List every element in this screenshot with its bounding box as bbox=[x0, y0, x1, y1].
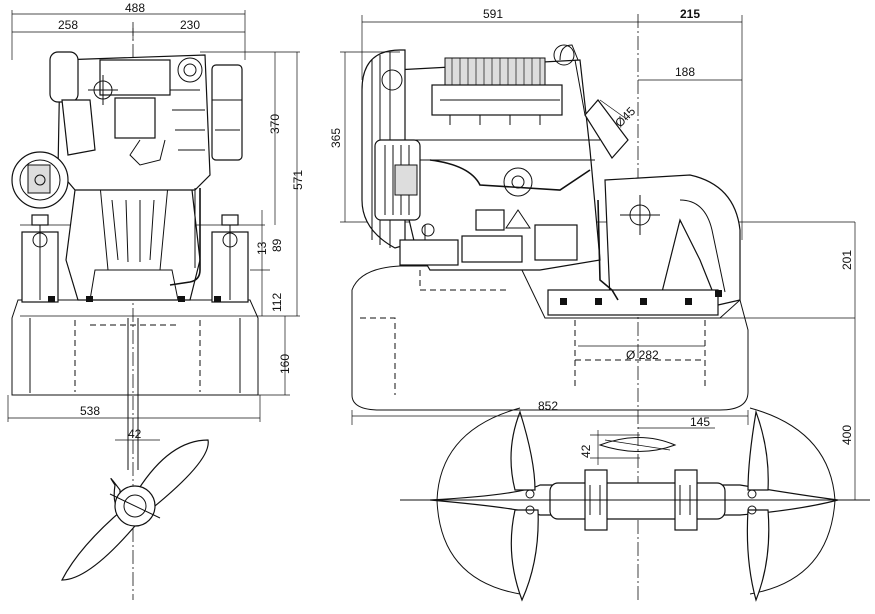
dim-front-mount-height: 89 bbox=[270, 238, 284, 252]
side-bolts bbox=[560, 290, 722, 305]
side-view: 591 215 188 Ø45 365 201 Ø 282 852 145 42… bbox=[329, 7, 870, 602]
dim-front-mount-base: 112 bbox=[270, 293, 284, 312]
dim-front-base-height: 160 bbox=[278, 354, 292, 374]
dim-side-base-length: 852 bbox=[538, 399, 558, 413]
dim-front-height-total: 571 bbox=[291, 170, 305, 190]
dim-side-prop-width: 42 bbox=[579, 444, 593, 458]
dim-side-drive-depth: 400 bbox=[840, 425, 854, 445]
front-dimension-lines bbox=[7, 10, 300, 441]
dim-side-drive-height: 201 bbox=[840, 250, 854, 270]
dim-front-width-total: 488 bbox=[125, 1, 145, 15]
dim-front-width-right: 230 bbox=[180, 18, 200, 32]
dim-side-flange-diameter: Ø 282 bbox=[626, 348, 659, 362]
dim-side-offset: 215 bbox=[680, 7, 700, 21]
dim-front-prop-shaft: 42 bbox=[128, 427, 142, 441]
front-mounts bbox=[21, 214, 249, 303]
dim-front-height-top: 370 bbox=[268, 114, 282, 134]
side-alternator bbox=[374, 139, 421, 221]
side-propeller bbox=[400, 407, 870, 602]
front-alternator bbox=[11, 151, 69, 209]
front-propeller bbox=[61, 439, 209, 581]
dim-side-height: 365 bbox=[329, 128, 343, 148]
dim-side-length: 591 bbox=[483, 7, 503, 21]
dim-front-mount-small: 13 bbox=[255, 241, 269, 255]
dim-front-width-left: 258 bbox=[58, 18, 78, 32]
dim-side-prop-offset: 145 bbox=[690, 415, 710, 429]
dim-front-base-width: 538 bbox=[80, 404, 100, 418]
front-bolts bbox=[48, 296, 221, 302]
dim-side-offset-inner: 188 bbox=[675, 65, 695, 79]
side-dimension-lines bbox=[340, 15, 856, 500]
front-view: 488 258 230 370 571 13 89 112 160 538 42 bbox=[7, 1, 305, 600]
